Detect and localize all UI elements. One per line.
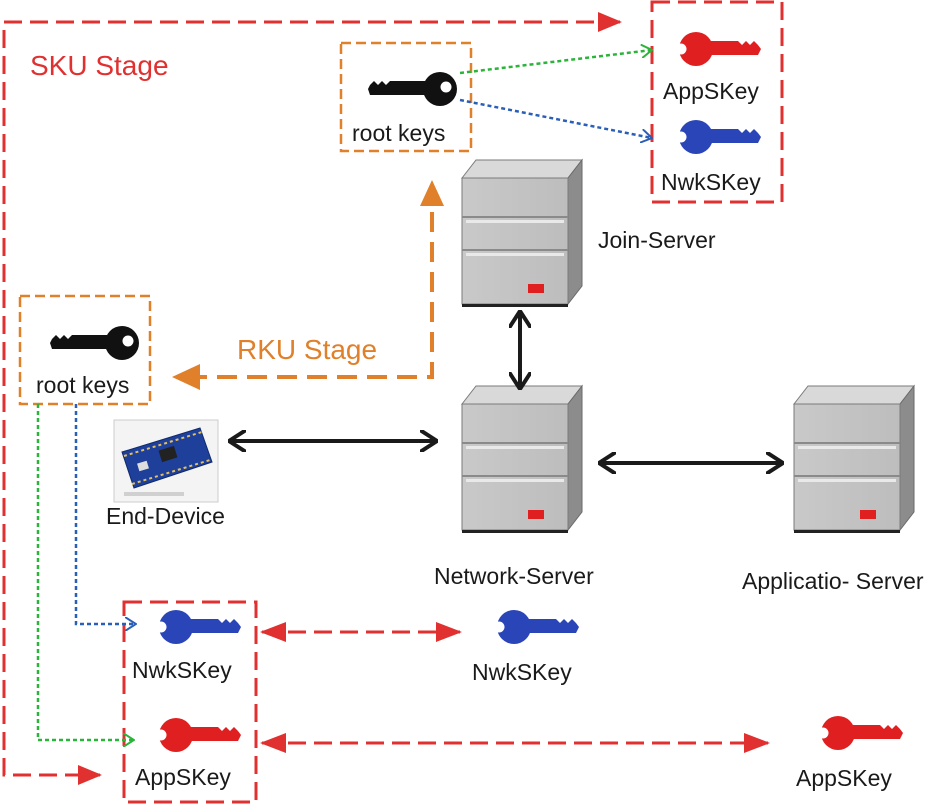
rku-stage-label: RKU Stage [237, 334, 377, 365]
appskey-application-label: AppSKey [796, 765, 892, 791]
application-server-icon [793, 385, 915, 534]
rku-arrow-left [172, 364, 200, 390]
nwkskey-top-icon [675, 120, 761, 154]
sku-arrow-bottom [78, 765, 102, 785]
appskey-device-label: AppSKey [135, 764, 231, 790]
nwkskey-network-icon [493, 610, 579, 644]
nwkskey-device-icon [155, 610, 241, 644]
appskey-top-icon [675, 32, 761, 66]
session-keys-box-top [650, 0, 784, 204]
end-device-label: End-Device [106, 503, 225, 529]
appskey-device-icon [155, 718, 241, 752]
rku-line [200, 212, 434, 379]
nwkskey-device-label: NwkSKey [132, 657, 232, 683]
rku-arrow-up [420, 180, 444, 206]
root-keys-box-left [18, 294, 152, 406]
end-device-board-icon [113, 419, 219, 503]
session-keys-box-device [122, 600, 258, 804]
sku-loop-line [2, 20, 620, 777]
sku-arrow-top [598, 12, 622, 32]
root-keys-label-left: root keys [36, 372, 129, 398]
derive-appskey-device-line [36, 404, 134, 740]
derive-nwkskey-device-line [74, 404, 136, 624]
join-server-label: Join-Server [598, 227, 716, 253]
root-keys-label-top: root keys [352, 120, 445, 146]
root-key-icon-top [368, 72, 457, 106]
appskey-application-icon [817, 716, 903, 750]
sku-stage-label: SKU Stage [30, 50, 169, 81]
nwkskey-top-label: NwkSKey [661, 169, 761, 195]
nwkskey-network-label: NwkSKey [472, 659, 572, 685]
derive-appskey-top-line [459, 50, 652, 75]
derive-nwkskey-top-line [459, 98, 652, 138]
join-server-icon [461, 159, 583, 308]
network-server-label: Network-Server [434, 563, 594, 589]
root-key-icon-left [50, 326, 139, 360]
network-server-icon [461, 385, 583, 534]
appskey-top-label: AppSKey [663, 78, 759, 104]
root-keys-box-top [339, 41, 473, 153]
application-server-label: Applicatio- Server [742, 568, 924, 594]
